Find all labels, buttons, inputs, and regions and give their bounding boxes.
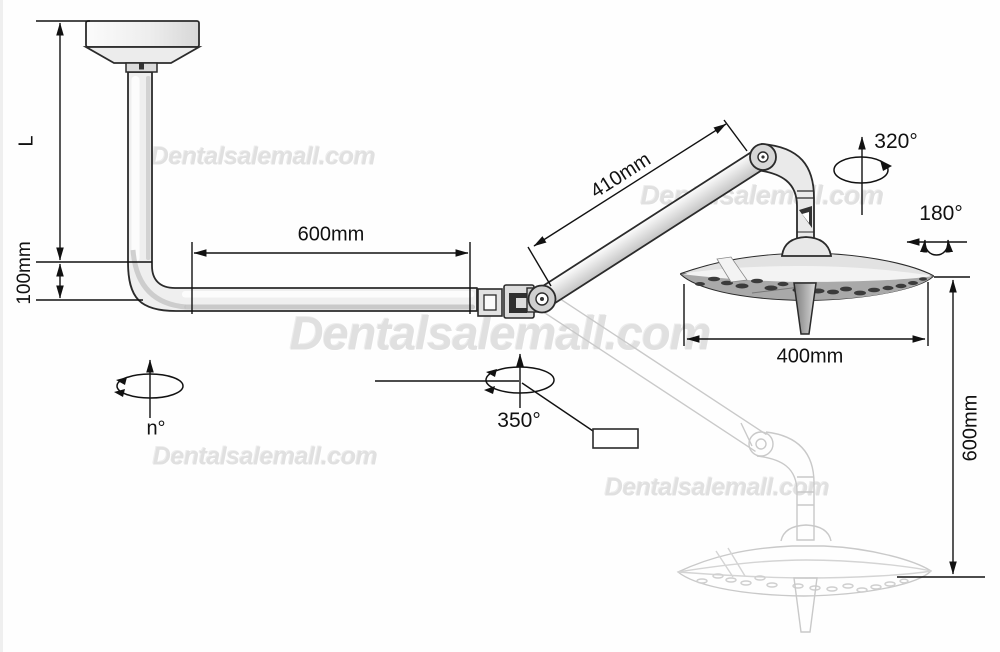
dim-horizontal-arm: [191, 242, 471, 314]
dim-label-head-diameter: 400mm: [776, 345, 844, 368]
rotation-label-arm-swivel: 350°: [497, 409, 541, 432]
watermark: Dentalsalemall.com: [150, 142, 376, 171]
dim-head-diameter: [683, 282, 929, 346]
arm-pivot-joint: [527, 284, 557, 314]
dim-label-vertical-travel: 600mm: [959, 394, 982, 462]
dimension-annotations: [36, 20, 985, 578]
rotation-label-head-swivel: 320°: [874, 130, 918, 153]
rotation-label-pole-rotation: n°: [146, 417, 166, 440]
watermark: Dentalsalemall.com: [604, 473, 830, 502]
ceiling-mount: [82, 20, 203, 73]
callout-box: [592, 428, 639, 449]
lamp-handle: [793, 282, 817, 335]
dim-spring-arm: [527, 119, 748, 287]
dim-label-pole-length: L: [15, 135, 38, 147]
rotation-icon-n: [114, 359, 184, 418]
dim-pole-offset: [36, 261, 152, 301]
support-column-and-arm: [127, 71, 478, 312]
rotation-label-head-tilt: 180°: [919, 202, 963, 225]
elbow-joint: [749, 143, 777, 171]
dim-pole-length: [36, 20, 90, 261]
ghost-lamp-position: [536, 290, 933, 633]
page-edge: [0, 0, 3, 652]
rotation-icon-180: [906, 238, 967, 256]
rotation-icon-320: [833, 136, 892, 215]
dim-label-horizontal-arm: 600mm: [297, 223, 365, 246]
led-array: [695, 276, 927, 296]
watermark: Dentalsalemall.com: [152, 442, 378, 471]
rotation-icon-350: [375, 353, 639, 449]
head-mount-cap: [780, 236, 833, 257]
dim-label-pole-offset: 100mm: [14, 241, 35, 305]
dim-vertical-travel: [897, 276, 985, 578]
